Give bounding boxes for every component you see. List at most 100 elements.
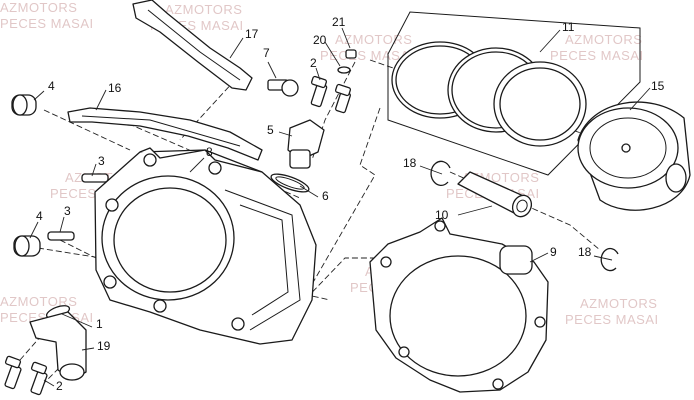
- cylinder-block-fins: [239, 204, 289, 316]
- piston-rings-frame: [387, 11, 641, 176]
- watermark-text: AZMOTORS: [335, 32, 412, 47]
- cylinder-block-chain-tunnel: [224, 189, 301, 331]
- piston-pin-end: [511, 194, 533, 218]
- assembly-line: [449, 171, 601, 251]
- cylinder-block: [94, 147, 317, 345]
- cylinder-block-bolt-hole: [208, 161, 222, 175]
- callout-number-9: 9: [550, 245, 557, 259]
- base-gasket: [369, 217, 549, 393]
- bolt-upper-b: [334, 83, 352, 114]
- callout-number-2: 2: [56, 379, 63, 393]
- callout-number-17: 17: [245, 27, 259, 41]
- chain-guide-long-body: [67, 107, 263, 161]
- bolt-body: [4, 364, 22, 390]
- piston: [577, 101, 691, 211]
- watermark-text: AZMOTORS: [565, 32, 642, 47]
- dowel-pin-end: [12, 94, 28, 116]
- base-gasket-hole: [380, 256, 392, 268]
- leader-line: [61, 313, 93, 328]
- leader-line: [315, 67, 321, 81]
- callout-number-6: 6: [322, 189, 329, 203]
- pin-21: [345, 49, 357, 59]
- piston-center-mark: [621, 143, 631, 153]
- leader-line: [299, 185, 319, 198]
- coolant-elbow: [29, 311, 87, 381]
- callout-number-18: 18: [403, 156, 417, 170]
- base-gasket-chain-window: [499, 245, 533, 275]
- callout-number-8: 8: [206, 145, 213, 159]
- leader-line: [81, 347, 95, 351]
- callout-number-4: 4: [36, 209, 43, 223]
- callout-number-5: 5: [267, 123, 274, 137]
- stud-upper: [81, 173, 109, 183]
- washer-20: [337, 66, 351, 74]
- leader-line: [91, 163, 97, 177]
- callout-number-21: 21: [332, 15, 346, 29]
- leader-lines: [29, 27, 651, 387]
- callout-number-1: 1: [96, 317, 103, 331]
- leader-line: [457, 205, 493, 216]
- bolt-body: [30, 370, 48, 396]
- leader-line: [278, 131, 293, 137]
- cylinder-block-bolt-hole: [103, 275, 117, 289]
- watermark-text: AZMOTORS: [0, 0, 77, 15]
- leader-line: [43, 379, 55, 387]
- bolt-7: [267, 79, 299, 97]
- bolt-head: [334, 83, 352, 97]
- bolt-upper-a: [310, 75, 328, 108]
- assembly-line: [43, 109, 131, 151]
- dowel-pin-lower: [13, 235, 41, 257]
- chain-tensioner-neck: [289, 149, 311, 169]
- base-gasket-bore: [389, 255, 527, 377]
- cylinder-block-top-edge: [139, 147, 263, 173]
- chain-tensioner: [287, 119, 325, 169]
- bolt-head: [30, 361, 48, 375]
- watermark-text: PECES MASAI: [0, 16, 94, 31]
- piston-ring-oil-inner: [499, 67, 581, 141]
- leader-line: [29, 221, 39, 239]
- leader-line: [629, 87, 651, 111]
- pin-body: [345, 49, 357, 59]
- cylinder-block-bore-inner: [113, 187, 227, 293]
- callout-number-15: 15: [651, 79, 665, 93]
- callout-number-10: 10: [435, 208, 449, 222]
- dowel-pin-end: [14, 235, 30, 257]
- assembly-line: [59, 239, 101, 261]
- callout-number-20: 20: [313, 33, 327, 47]
- bolt-head: [4, 355, 22, 369]
- watermark-text: PECES MASAI: [550, 48, 644, 63]
- stud-body: [81, 173, 109, 183]
- piston-pin: [457, 171, 533, 218]
- cylinder-block-bolt-hole: [105, 198, 119, 212]
- piston-pin-boss: [665, 163, 687, 193]
- piston-rings: [387, 11, 641, 176]
- leader-line: [59, 216, 65, 233]
- watermark-text: PECES MASAI: [565, 312, 659, 327]
- stud-lower: [47, 231, 75, 241]
- callout-number-3: 3: [64, 204, 71, 218]
- callout-number-11: 11: [562, 20, 575, 34]
- base-gasket-hole: [434, 220, 446, 232]
- callout-number-18: 18: [578, 245, 592, 259]
- leader-line: [593, 255, 613, 261]
- chain-guide-long: [67, 107, 263, 161]
- dowel-pin-upper: [11, 94, 37, 116]
- leader-line: [189, 157, 205, 173]
- cylinder-block-bolt-hole: [231, 317, 245, 331]
- chain-guide-upper-groove: [147, 9, 241, 81]
- chain-guide-upper: [132, 0, 253, 91]
- bolt-lower-b: [30, 361, 48, 396]
- bolt-head: [310, 75, 328, 89]
- callout-number-2: 2: [310, 56, 317, 70]
- leader-line: [529, 252, 549, 263]
- piston-pin-bore: [516, 199, 528, 213]
- callout-number-4: 4: [48, 79, 55, 93]
- chain-guide-long-groove: [81, 115, 241, 147]
- leader-line: [33, 90, 45, 101]
- bolt-head: [281, 79, 299, 97]
- leader-line: [229, 37, 244, 59]
- leader-line: [267, 61, 277, 79]
- assembly-line: [41, 354, 73, 386]
